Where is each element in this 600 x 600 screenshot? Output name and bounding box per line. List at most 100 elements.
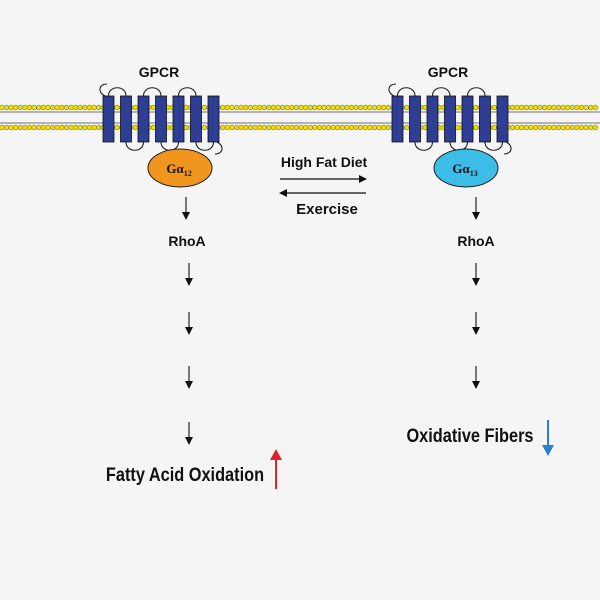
cell-membrane: [0, 104, 600, 131]
lipid-head: [344, 124, 350, 131]
lipid-head: [22, 124, 28, 131]
lipid-head: [224, 104, 231, 111]
lipid-head: [26, 104, 33, 111]
lipid-head: [114, 124, 120, 131]
lipid-head: [63, 124, 70, 131]
lipid-head: [31, 104, 37, 111]
lipid-head: [26, 124, 33, 131]
lipid-head: [40, 104, 47, 111]
lipid-head: [312, 104, 318, 111]
lipid-head: [339, 124, 346, 131]
right-g-protein-ellipse: [433, 148, 499, 188]
lipid-head: [63, 104, 70, 111]
lipid-head: [54, 104, 60, 111]
lipid-head: [293, 104, 300, 111]
transmembrane-helix: [426, 95, 439, 143]
lipid-head: [348, 124, 355, 131]
lipid-head: [233, 124, 240, 131]
lipid-head: [381, 104, 387, 111]
transmembrane-helix: [137, 95, 150, 143]
lipid-head: [289, 104, 295, 111]
lipid-head: [491, 124, 497, 131]
lipid-head: [233, 104, 240, 111]
lipid-head: [238, 124, 244, 131]
lipid-head: [247, 104, 254, 111]
lipid-head: [68, 104, 74, 111]
lipid-head: [289, 124, 295, 131]
lipid-head: [201, 104, 208, 111]
lipid-head: [528, 104, 534, 111]
svg-text:Gα13: Gα13: [452, 161, 477, 178]
transmembrane-helix: [479, 95, 491, 143]
receptor-n-terminus: [99, 83, 108, 97]
lipid-head: [0, 124, 5, 131]
lipid-head: [72, 104, 79, 111]
receptor-loop: [414, 141, 434, 151]
lipid-head: [560, 104, 566, 111]
receptor-loop: [142, 87, 162, 97]
lipid-head: [325, 124, 332, 131]
transmembrane-helix: [409, 95, 421, 143]
receptor-loop: [125, 141, 145, 151]
left-outcome-label: Fatty Acid Oxidation: [106, 464, 264, 485]
lipid-head: [229, 104, 235, 111]
lipid-head: [321, 124, 327, 131]
lipid-head: [514, 104, 520, 111]
lipid-head: [565, 124, 571, 131]
right-gpcr-receptor: [388, 83, 512, 155]
lipid-head: [77, 124, 83, 131]
lipid-head: [284, 124, 290, 131]
left-g-protein: Gα12: [147, 148, 213, 188]
lipid-head: [3, 124, 10, 131]
lipid-head: [565, 104, 571, 111]
lipid-head: [82, 104, 88, 111]
lipid-head: [243, 124, 249, 131]
lipid-head: [371, 104, 378, 111]
lipid-head: [266, 104, 272, 111]
lipid-head: [45, 104, 51, 111]
lipid-head: [578, 104, 585, 111]
lipid-head: [348, 104, 355, 111]
left-g-protein-symbol: Gα: [166, 161, 184, 176]
lipid-head: [49, 104, 56, 111]
lipid-head: [132, 104, 139, 111]
lipid-head: [275, 104, 281, 111]
lipid-head: [279, 104, 286, 111]
lipid-head: [86, 124, 93, 131]
lipid-head: [3, 104, 10, 111]
lipid-head: [588, 104, 594, 111]
lipid-head: [588, 124, 594, 131]
lipid-head: [321, 104, 327, 111]
lipid-head: [542, 124, 548, 131]
right-receptor-label: GPCR: [428, 64, 468, 80]
transmembrane-helix: [172, 95, 185, 143]
lipid-head: [54, 124, 60, 131]
lipid-head: [302, 104, 309, 111]
lipid-head: [574, 124, 580, 131]
lipid-head: [385, 124, 392, 131]
lipid-head: [17, 104, 24, 111]
transmembrane-helix: [207, 95, 220, 143]
lipid-head: [353, 104, 359, 111]
lipid-head: [266, 124, 272, 131]
lipid-head: [330, 124, 336, 131]
lipid-head: [555, 104, 562, 111]
transmembrane-helix: [155, 95, 167, 143]
lipid-head: [45, 124, 51, 131]
lipid-head: [509, 124, 516, 131]
lipid-head: [261, 124, 267, 131]
lipid-head: [519, 124, 525, 131]
transmembrane-helix: [461, 95, 474, 143]
receptor-loop: [466, 87, 486, 97]
receptor-loop: [431, 87, 451, 97]
lipid-head: [344, 104, 350, 111]
lipid-head: [220, 104, 226, 111]
lipid-head: [509, 104, 516, 111]
lipid-head: [546, 104, 553, 111]
lipid-head: [523, 104, 530, 111]
lipid-head: [404, 124, 410, 131]
outcome-down-arrow-icon: [542, 420, 554, 456]
lipid-head: [36, 104, 42, 111]
lipid-head: [546, 124, 553, 131]
